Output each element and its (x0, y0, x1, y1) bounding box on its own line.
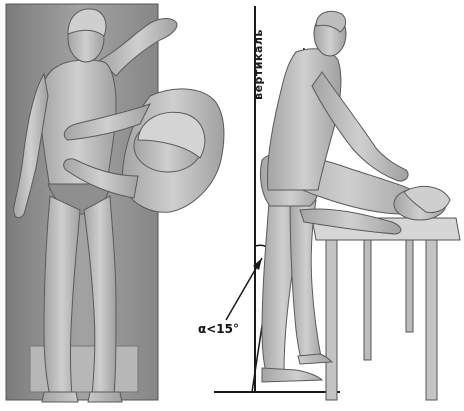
table-leg-front-right (426, 240, 437, 400)
examiner-side-view (267, 11, 408, 190)
table-leg-back-left (364, 240, 371, 360)
left-scene (6, 4, 224, 402)
vertical-label: вертикаль (247, 10, 269, 118)
vertical-label-text: вертикаль (252, 29, 265, 100)
table-leg-front-left (326, 240, 337, 400)
table-leg-back-right (406, 240, 413, 332)
angle-label: α<15° (198, 322, 239, 336)
exam-table (312, 218, 460, 400)
